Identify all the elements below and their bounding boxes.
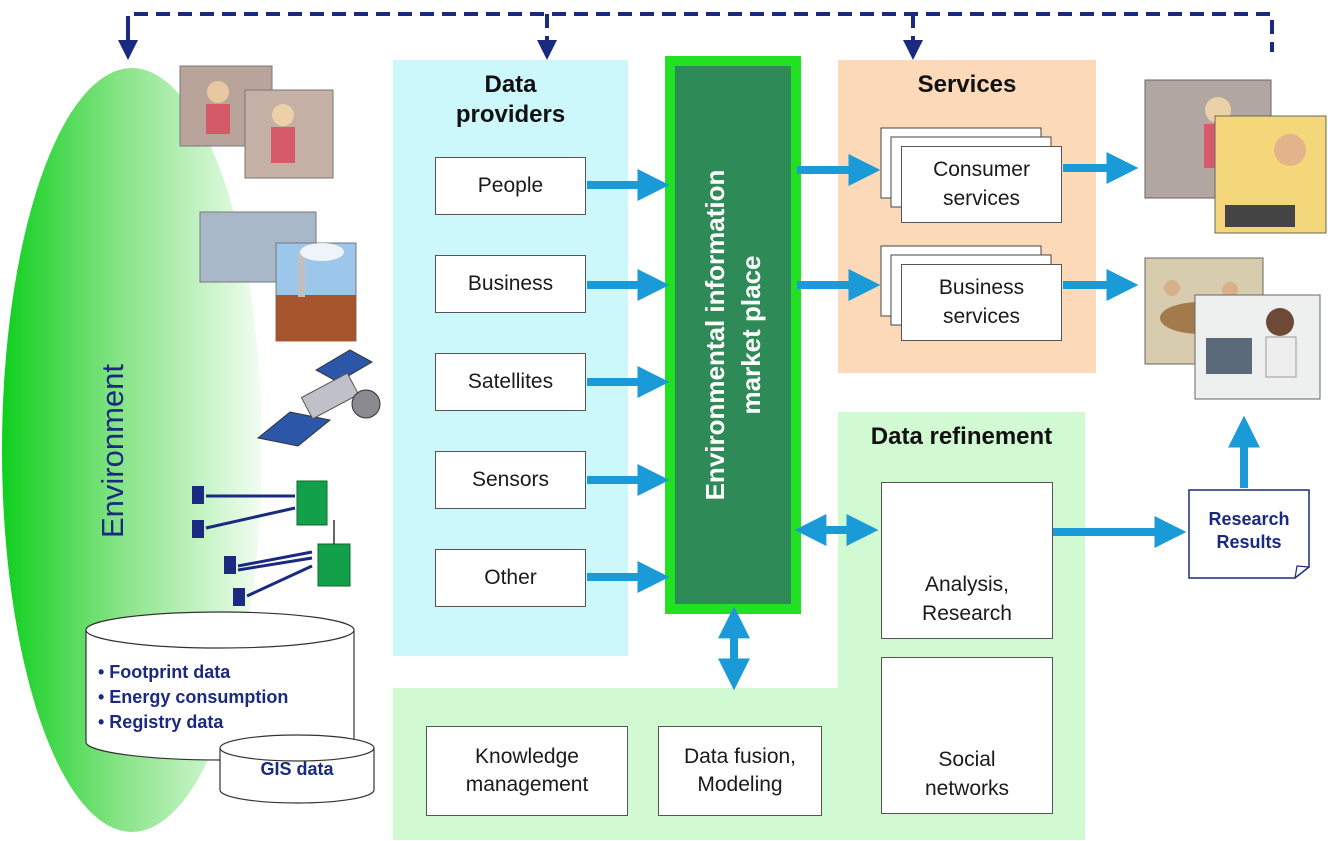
- analysis-research-box: Analysis, Research: [881, 482, 1053, 639]
- services-title: Services: [917, 71, 1017, 98]
- data-refinement-title: Data refinement: [870, 423, 1053, 450]
- business-photos: [1144, 257, 1321, 400]
- gis-label: GIS data: [260, 759, 334, 779]
- provider-people: People: [435, 157, 586, 215]
- marketplace-label: Environmental information market place: [700, 169, 766, 501]
- business-services-box: Business services: [901, 264, 1062, 341]
- social-networks-box: Social networks: [881, 657, 1053, 814]
- office-factory-photos: [199, 211, 357, 342]
- analysis-research-label: Analysis, Research: [922, 573, 1012, 625]
- people-photos: [179, 65, 334, 179]
- consumer-services-box: Consumer services: [901, 146, 1062, 223]
- flow-arrows: [587, 152, 1260, 691]
- environment-label: Environment: [95, 363, 130, 539]
- data-providers-title: Data providers: [455, 71, 566, 128]
- data-fusion-box: Data fusion, Modeling: [658, 726, 822, 816]
- knowledge-management-box: Knowledge management: [426, 726, 628, 816]
- satellite-image: [256, 349, 381, 447]
- marketplace-block: [675, 66, 791, 604]
- provider-satellites: Satellites: [435, 353, 586, 411]
- sensor-network-image: [192, 480, 351, 606]
- provider-sensors: Sensors: [435, 451, 586, 509]
- research-results-page: [1188, 489, 1310, 579]
- social-networks-label: Social networks: [924, 748, 1010, 800]
- database-item: • Registry data: [98, 712, 224, 732]
- feedback-loop: [118, 12, 1274, 60]
- provider-other: Other: [435, 549, 586, 607]
- database-cylinder: [85, 611, 355, 761]
- consumer-photos: [1144, 79, 1327, 234]
- gis-cylinder: [219, 734, 375, 804]
- provider-business: Business: [435, 255, 586, 313]
- database-item: • Footprint data: [98, 662, 231, 682]
- research-results-label: Research Results: [1208, 509, 1290, 552]
- database-items: • Footprint data • Energy consumption • …: [98, 660, 358, 735]
- database-item: • Energy consumption: [98, 687, 289, 707]
